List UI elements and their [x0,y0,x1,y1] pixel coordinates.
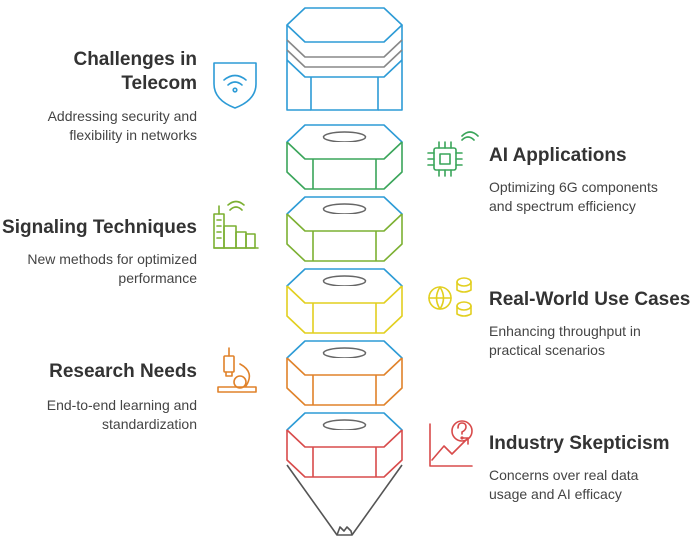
title-line: Challenges in [73,49,197,70]
title-line: Telecom [121,73,197,94]
title-line: AI Applications [489,145,627,166]
desc-line: practical scenarios [489,342,605,358]
item-title-skepticism: Industry Skepticism [489,432,689,456]
microscope-icon [217,347,257,393]
desc-line: Addressing security and [47,108,197,124]
segment-usecases [286,268,403,334]
title-line: Industry Skepticism [489,433,670,454]
title-line: Real-World Use Cases [489,289,691,310]
pencil-tip [286,464,403,536]
desc-line: End-to-end learning and [46,397,197,413]
item-desc-signaling: New methods for optimized performance [0,250,197,288]
desc-line: Concerns over real data [489,467,639,483]
item-title-challenges: Challenges in Telecom [20,48,197,96]
item-desc-usecases: Enhancing throughput in practical scenar… [489,322,689,360]
segment-research [286,340,403,406]
globe-coins-icon [428,277,472,317]
item-desc-ai: Optimizing 6G components and spectrum ef… [489,178,689,216]
desc-line: Enhancing throughput in [489,323,641,339]
item-desc-research: End-to-end learning and standardization [20,396,197,434]
item-title-ai: AI Applications [489,144,689,168]
item-desc-skepticism: Concerns over real data usage and AI eff… [489,466,689,504]
desc-line: standardization [102,416,197,432]
title-line: Signaling Techniques [2,217,197,238]
title-line: Research Needs [49,361,197,382]
wifi-shield-icon [213,62,257,109]
segment-ai [286,124,403,190]
item-title-signaling: Signaling Techniques [0,216,197,240]
desc-line: usage and AI efficacy [489,486,622,502]
question-chart-icon [429,420,473,467]
pencil-cap [286,7,403,111]
desc-line: and spectrum efficiency [489,198,636,214]
item-title-usecases: Real-World Use Cases [489,288,693,312]
desc-line: Optimizing 6G components [489,179,658,195]
segment-skepticism [286,412,403,478]
desc-line: performance [118,270,197,286]
desc-line: flexibility in networks [69,127,197,143]
desc-line: New methods for optimized [27,251,197,267]
city-antenna-icon [213,200,259,249]
item-desc-challenges: Addressing security and flexibility in n… [20,107,197,145]
chip-signal-icon [427,131,479,177]
segment-signaling [286,196,403,262]
item-title-research: Research Needs [20,360,197,384]
